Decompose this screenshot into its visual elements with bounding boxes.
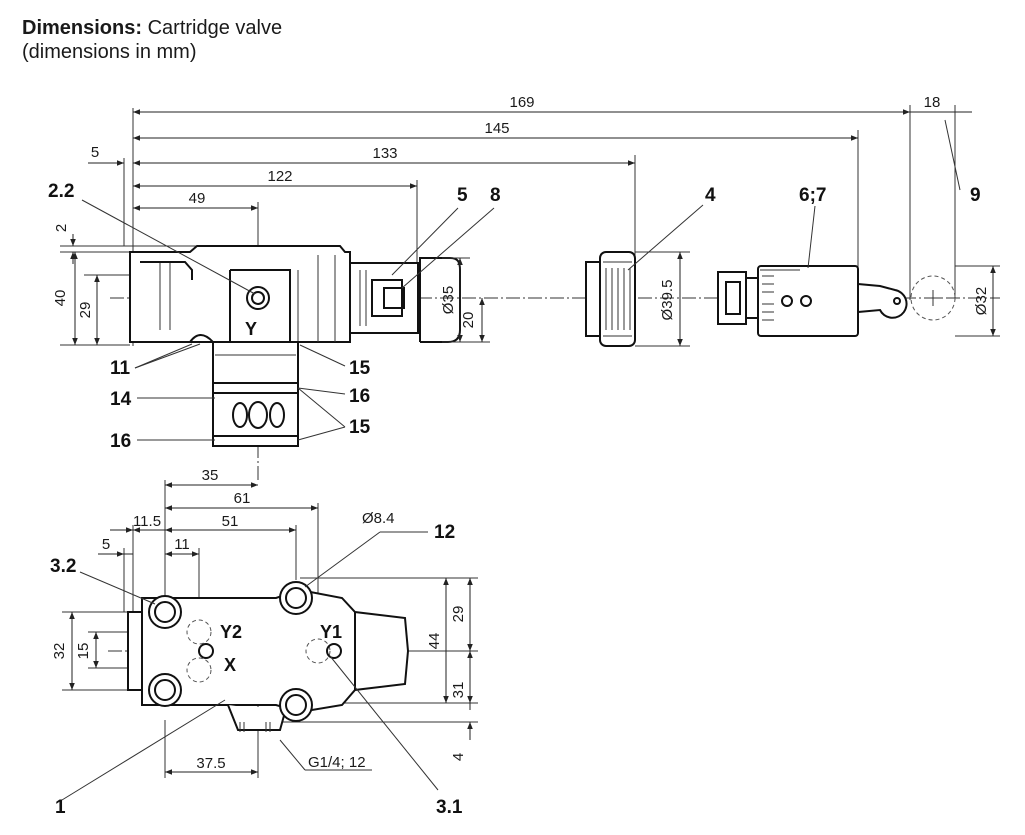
top-dimension-lines xyxy=(88,109,972,211)
callout-2-2: 2.2 xyxy=(48,181,74,202)
callout-3-2: 3.2 xyxy=(50,556,76,577)
bottom-extension-lines xyxy=(123,480,319,778)
callout-1: 1 xyxy=(55,797,66,818)
dim-169: 169 xyxy=(509,94,534,111)
dim-20: 20 xyxy=(460,312,477,329)
dim-15: 15 xyxy=(75,643,92,660)
port-y-circle xyxy=(246,286,270,310)
label-y1: Y1 xyxy=(320,622,342,642)
callout-8: 8 xyxy=(490,185,501,206)
hole-bottom-left xyxy=(148,673,182,707)
dim-o8-4: Ø8.4 xyxy=(362,510,395,527)
callout-15-top: 15 xyxy=(349,358,371,379)
top-left-vertical-dims xyxy=(60,234,200,346)
dim-35: 35 xyxy=(202,467,219,484)
dim-37-5: 37.5 xyxy=(196,755,225,772)
label-x: X xyxy=(224,655,236,675)
dim-11-5: 11.5 xyxy=(133,513,161,530)
header-title-rest: Cartridge valve xyxy=(147,17,283,39)
callout-16-bottom: 16 xyxy=(110,431,131,452)
callout-6-7: 6;7 xyxy=(799,185,826,206)
hole-bottom-right xyxy=(279,688,313,722)
port-x xyxy=(198,643,214,659)
dim-o35: Ø35 xyxy=(440,286,457,314)
dim-133: 133 xyxy=(372,145,397,162)
callout-12: 12 xyxy=(434,522,455,543)
callout-16-top: 16 xyxy=(349,386,370,407)
callout-5: 5 xyxy=(457,185,468,206)
callout-11: 11 xyxy=(110,358,131,379)
cartridge-insert xyxy=(189,334,299,447)
valve-body xyxy=(129,245,351,343)
dim-18: 18 xyxy=(924,94,941,111)
callout-4: 4 xyxy=(705,185,716,206)
handwheel xyxy=(585,251,690,347)
dim-o32: Ø32 xyxy=(973,287,990,315)
top-callout-leaders xyxy=(81,119,961,441)
dim-32: 32 xyxy=(51,643,68,660)
dim-49: 49 xyxy=(189,190,206,207)
dim-44: 44 xyxy=(426,633,443,650)
dim-11: 11 xyxy=(174,536,190,553)
label-y2: Y2 xyxy=(220,622,242,642)
dim-5-top: 5 xyxy=(91,144,99,161)
callout-3-1: 3.1 xyxy=(436,797,463,818)
hole-top-right xyxy=(279,581,313,615)
lockable-knob xyxy=(717,265,1000,337)
dim-51: 51 xyxy=(222,513,239,530)
dim-61: 61 xyxy=(234,490,251,507)
label-y: Y xyxy=(245,319,257,339)
dim-2: 2 xyxy=(53,224,70,232)
callout-14: 14 xyxy=(110,389,132,410)
dim-31: 31 xyxy=(450,682,467,699)
dim-thread: G1/4; 12 xyxy=(308,754,366,771)
dim-29-top: 29 xyxy=(77,302,94,319)
dim-5-bottom: 5 xyxy=(102,536,110,553)
header-subtitle: (dimensions in mm) xyxy=(22,41,197,63)
dim-122: 122 xyxy=(267,168,292,185)
header-title: Dimensions: Cartridge valve xyxy=(22,16,282,40)
callout-9: 9 xyxy=(970,185,981,206)
bottom-callout-leaders xyxy=(61,531,439,801)
port-y-inner-circle xyxy=(251,291,265,305)
callout-15-bottom: 15 xyxy=(349,417,371,438)
dim-40: 40 xyxy=(52,290,69,307)
dim-29-bottom: 29 xyxy=(450,606,467,623)
bottom-dimension-lines xyxy=(98,482,318,775)
dim-145: 145 xyxy=(484,120,509,137)
mounting-plate xyxy=(127,581,410,732)
cap-assembly xyxy=(349,257,461,343)
port-y1 xyxy=(326,643,342,659)
dim-4: 4 xyxy=(450,753,467,761)
header-title-bold: Dimensions: xyxy=(22,17,143,39)
drawing-header: Dimensions: Cartridge valve (dimensions … xyxy=(22,16,282,64)
body-right-dims xyxy=(442,257,490,343)
dim-o395: Ø39.5 xyxy=(659,280,676,321)
hole-top-left xyxy=(148,595,182,629)
